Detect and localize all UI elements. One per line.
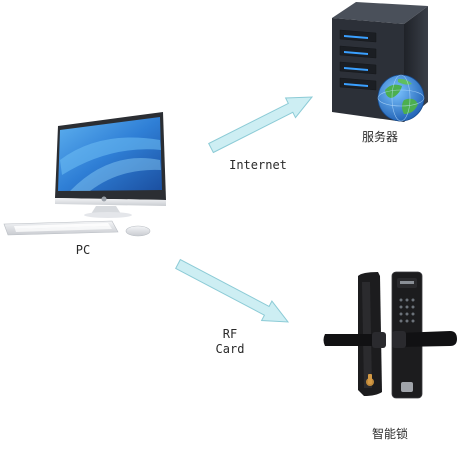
edge-label-card: Card [215, 342, 245, 356]
desktop-computer-icon [3, 112, 166, 237]
server-with-globe-icon [332, 2, 428, 122]
pc-label: PC [75, 243, 91, 257]
smart-door-lock-icon [323, 271, 457, 399]
arrow-pc-to-smart-lock [175, 258, 290, 323]
server-label: 服务器 [361, 130, 398, 144]
arrow-pc-to-server [208, 96, 314, 154]
smart-lock-label: 智能锁 [371, 427, 408, 441]
edge-label-rf: RF [222, 327, 238, 341]
edge-label-internet: Internet [229, 158, 287, 172]
